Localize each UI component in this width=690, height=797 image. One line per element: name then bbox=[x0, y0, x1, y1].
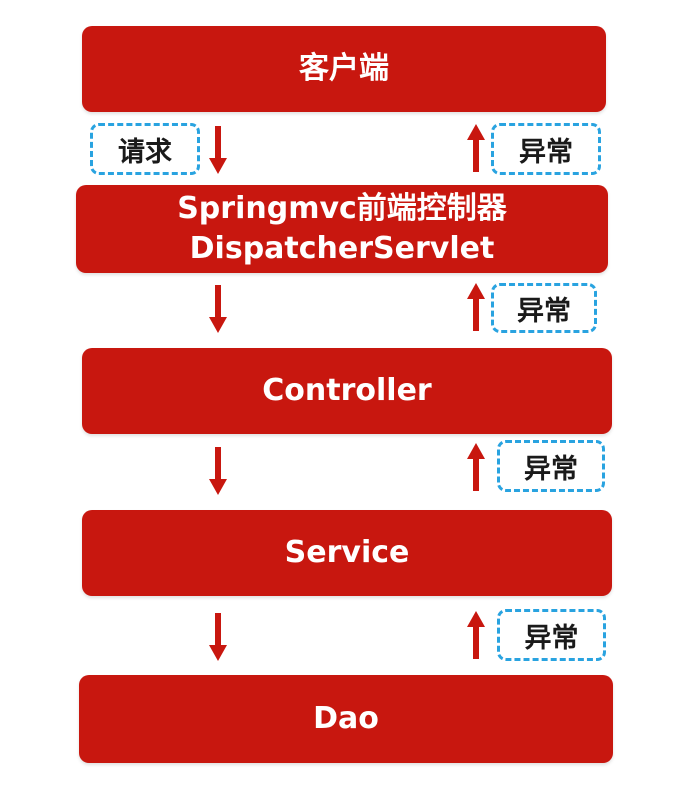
client-label: 客户端 bbox=[299, 51, 389, 86]
exception-tag-3-label: 异常 bbox=[524, 453, 578, 485]
controller-label: Controller bbox=[262, 373, 432, 408]
controller-box: Controller bbox=[82, 348, 612, 434]
dao-box: Dao bbox=[79, 675, 613, 763]
arrow-down-icon bbox=[209, 126, 227, 174]
dispatcher-label-line1: Springmvc前端控制器 bbox=[177, 191, 507, 226]
service-box: Service bbox=[82, 510, 612, 596]
request-tag: 请求 bbox=[90, 123, 200, 175]
request-tag-label: 请求 bbox=[118, 136, 172, 168]
exception-tag-4-label: 异常 bbox=[524, 622, 579, 654]
dao-label: Dao bbox=[313, 701, 379, 736]
exception-tag-1-label: 异常 bbox=[519, 136, 573, 168]
arrow-up-icon bbox=[467, 611, 485, 659]
arrow-up-icon bbox=[467, 283, 485, 331]
arrow-down-icon bbox=[209, 447, 227, 495]
arrow-up-icon bbox=[467, 443, 485, 491]
arrow-down-icon bbox=[209, 613, 227, 661]
dispatcher-label-line2: DispatcherServlet bbox=[189, 231, 495, 266]
exception-tag-3: 异常 bbox=[497, 440, 605, 492]
exception-tag-1: 异常 bbox=[491, 123, 601, 175]
arrow-up-icon bbox=[467, 124, 485, 172]
exception-tag-2: 异常 bbox=[491, 283, 597, 333]
service-label: Service bbox=[284, 535, 410, 570]
exception-tag-2-label: 异常 bbox=[517, 295, 571, 327]
arrow-down-icon bbox=[209, 285, 227, 333]
client-box: 客户端 bbox=[82, 26, 606, 112]
exception-tag-4: 异常 bbox=[497, 609, 606, 661]
dispatcher-box: Springmvc前端控制器 DispatcherServlet bbox=[76, 185, 608, 273]
